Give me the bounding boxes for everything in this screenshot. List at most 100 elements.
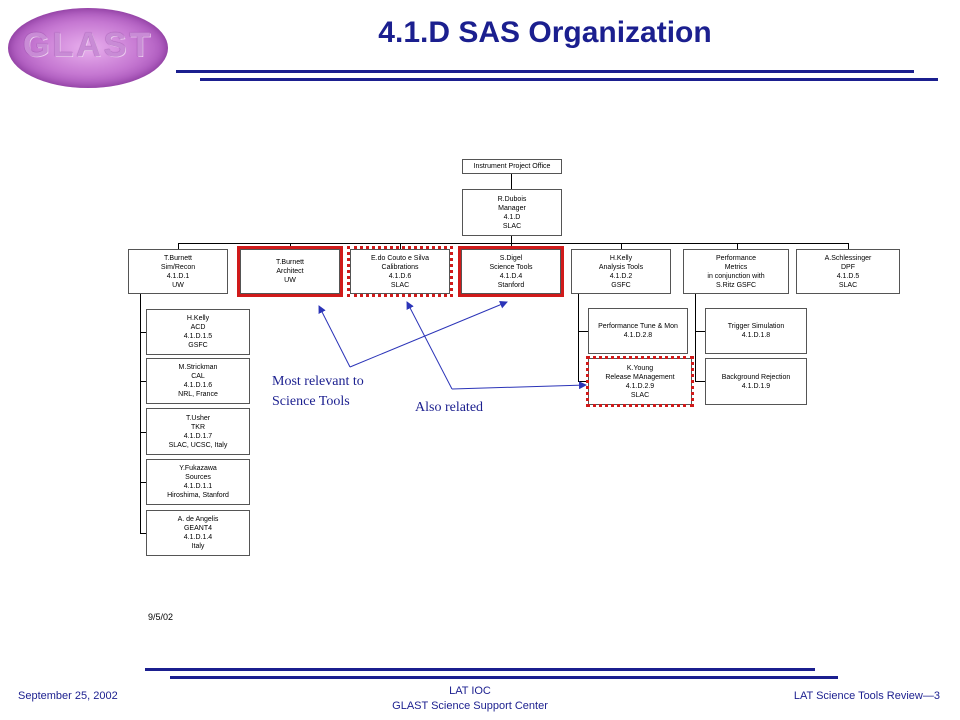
box-line: 4.1.D.6 [388, 272, 412, 280]
connector [621, 243, 622, 249]
connector [737, 243, 738, 249]
arrow-to-calibrations [406, 301, 453, 390]
box-line: Release MAnagement [605, 373, 675, 381]
connector [695, 331, 705, 332]
note-most-relevant: Most relevant to Science Tools [272, 372, 364, 412]
box-line: S.Ritz GSFC [715, 281, 757, 289]
box-line: Italy [191, 543, 205, 550]
box-line: A. de Angelis [177, 516, 219, 523]
highlight-calibrations [347, 246, 453, 297]
box-line: 4.1.D.1.1 [183, 483, 213, 490]
box-line: Science Tools [489, 263, 533, 271]
org-box-acd: H.Kelly ACD 4.1.D.1.5 GSFC [146, 309, 250, 355]
box-line: 4.1.D.2 [609, 272, 633, 280]
box-line: Performance [715, 254, 757, 262]
org-box-analysis-tools: H.Kelly Analysis Tools 4.1.D.2 GSFC [571, 249, 671, 294]
org-box-cal: M.Strickman CAL 4.1.D.1.6 NRL, France [146, 358, 250, 404]
box-line: Hiroshima, Stanford [167, 492, 229, 499]
org-box-release-management: K.Young Release MAnagement 4.1.D.2.9 SLA… [588, 358, 692, 405]
org-box-calibrations: E.do Couto e Silva Calibrations 4.1.D.6 … [350, 249, 450, 294]
box-line: 4.1.D.1.7 [183, 432, 213, 440]
org-box-performance-metrics: Performance Metrics in conjunction with … [683, 249, 789, 294]
box-line: Stanford [497, 281, 525, 289]
footer-center-line: GLAST Science Support Center [392, 700, 548, 712]
box-line: T.Burnett [163, 254, 192, 262]
connector [578, 294, 579, 382]
arrow-to-release-management [451, 381, 587, 390]
org-box-trigger-simulation: Trigger Simulation 4.1.D.1.8 [705, 308, 807, 354]
box-line: Sources [185, 474, 211, 481]
box-line: 4.1.D.2.9 [625, 382, 655, 390]
box-line: SLAC [502, 222, 522, 230]
connector [178, 243, 179, 249]
box-line: H.Kelly [609, 254, 633, 262]
box-line: T.Burnett [275, 259, 304, 266]
box-line: K.Young [626, 364, 654, 372]
footer-rule-top [145, 668, 815, 671]
connector [140, 482, 146, 483]
box-line: Sim/Recon [160, 263, 196, 271]
box-line: Background Rejection [721, 373, 791, 381]
box-line: in conjunction with [707, 272, 765, 280]
highlight-release-management [586, 356, 694, 407]
title-rule-top [176, 70, 914, 73]
org-box-sources: Y.Fukazawa Sources 4.1.D.1.1 Hiroshima, … [146, 459, 250, 505]
box-line: 4.1.D.1.9 [741, 382, 771, 390]
box-line: UW [172, 281, 184, 289]
box-line: H.Kelly [186, 315, 210, 322]
box-line: SLAC [630, 391, 650, 399]
box-line: GSFC [611, 281, 631, 289]
box-line: M.Strickman [178, 364, 218, 371]
arrow-to-architect [318, 305, 351, 368]
connector [140, 294, 141, 534]
box-line: Y.Fukazawa [179, 465, 217, 472]
box-line: TKR [191, 423, 205, 431]
box-line: 4.1.D.5 [836, 272, 860, 280]
org-box-project-office: Instrument Project Office [462, 159, 562, 174]
box-line: Trigger Simulation [727, 323, 785, 330]
title-rule-bottom [200, 78, 938, 81]
connector [140, 381, 146, 382]
org-box-manager: R.Dubois Manager 4.1.D SLAC [462, 189, 562, 236]
arrow-to-science-tools [349, 300, 508, 368]
box-line: E.do Couto e Silva [371, 254, 429, 262]
note-line: Science Tools [272, 394, 350, 409]
box-line: 4.1.D [503, 213, 521, 221]
connector [578, 331, 588, 332]
box-line: SLAC, UCSC, Italy [168, 441, 228, 449]
footer-center-line: LAT IOC [449, 685, 491, 697]
org-box-background-rejection: Background Rejection 4.1.D.1.9 [705, 358, 807, 405]
connector [511, 236, 512, 244]
connector [695, 381, 705, 382]
box-line: NRL, France [178, 391, 218, 398]
connector [178, 243, 848, 244]
box-line: SLAC [390, 281, 410, 289]
box-line: 4.1.D.1 [166, 272, 190, 280]
box-line: Metrics [724, 263, 748, 271]
box-line: Analysis Tools [598, 263, 644, 271]
footer-right: LAT Science Tools Review—3 [793, 690, 940, 702]
glast-logo: GLAST [8, 8, 168, 88]
box-line: GEANT4 [183, 525, 212, 532]
box-line: Architect [276, 268, 304, 275]
chart-date: 9/5/02 [148, 612, 174, 622]
box-line: S.Digel [499, 254, 523, 262]
box-line: T.Usher [185, 414, 211, 422]
box-line: Performance Tune & Mon [598, 323, 678, 330]
box-line: DPF [841, 263, 855, 271]
box-line: UW [284, 277, 296, 284]
org-box-science-tools: S.Digel Science Tools 4.1.D.4 Stanford [461, 249, 561, 294]
highlight-architect [237, 246, 343, 297]
box-line: A.Schlessinger [824, 254, 872, 262]
box-line: 4.1.D.4 [499, 272, 523, 280]
connector [140, 332, 146, 333]
box-line: R.Dubois [497, 195, 527, 203]
box-line: 4.1.D.1.4 [183, 534, 213, 541]
box-line: 4.1.D.1.5 [183, 333, 213, 340]
highlight-science-tools [458, 246, 564, 297]
connector [140, 533, 146, 534]
box-line: Manager [498, 204, 526, 212]
box-line: Instrument Project Office [473, 163, 551, 170]
box-line: Calibrations [381, 263, 419, 271]
